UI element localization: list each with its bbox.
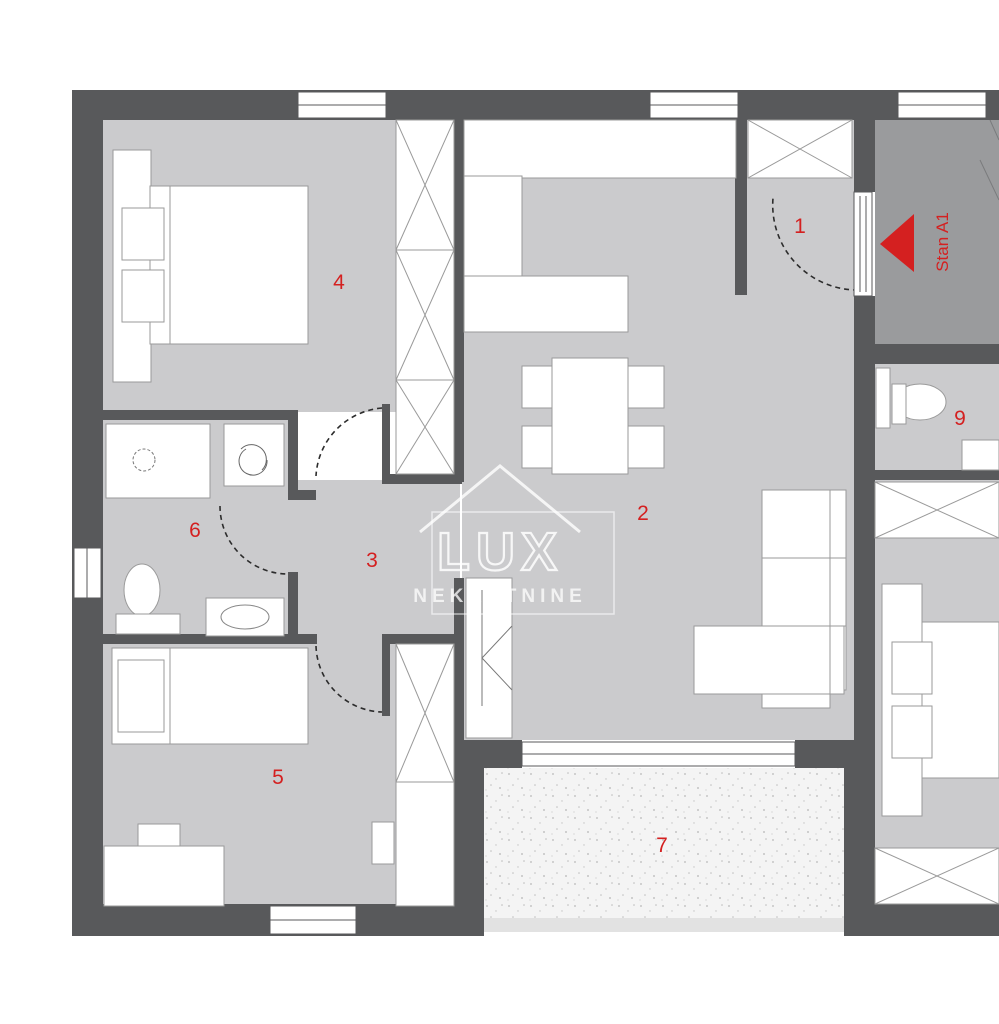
room-label-3: 3	[366, 549, 378, 572]
neighbour-bed	[881, 583, 999, 817]
window-top-2	[649, 91, 739, 119]
toilet-bath-6	[115, 563, 181, 635]
single-bed	[111, 647, 309, 745]
entry-closet	[747, 119, 853, 179]
terrace-edge	[484, 918, 844, 932]
furniture	[103, 119, 999, 907]
neighbour-wardrobe-top	[874, 481, 999, 539]
watermark-brand: LUX	[437, 522, 563, 582]
corner-sofa	[693, 489, 847, 709]
room-label-1: 1	[794, 215, 806, 238]
neighbour-wardrobe-bottom	[874, 847, 999, 905]
nightstand	[371, 821, 395, 865]
window-top-1	[297, 91, 387, 119]
stairs	[979, 119, 999, 201]
wardrobe-room-4	[395, 119, 455, 475]
room-label-7: 7	[656, 834, 668, 857]
room-label-6: 6	[189, 519, 201, 542]
entrance-arrow-icon	[880, 214, 914, 272]
doors	[219, 197, 859, 713]
bathtub	[105, 423, 211, 499]
window-left	[73, 547, 102, 599]
wardrobe-room-5	[395, 643, 455, 907]
walls	[72, 90, 999, 936]
terrace-door	[521, 741, 796, 767]
unit-label: Stan A1	[933, 212, 952, 272]
window-bottom	[269, 905, 357, 935]
kitchen-counter	[463, 119, 737, 333]
door-room-6-swing	[219, 505, 289, 575]
door-entry-swing	[771, 197, 859, 291]
window-top-3	[897, 91, 987, 119]
room-label-9: 9	[954, 407, 966, 430]
room-labels: 1 2 3 4 5 6 7 9 Stan A1	[189, 212, 966, 857]
watermark-subtitle: NEKRETNINE	[413, 586, 587, 607]
sink-bath-6	[205, 597, 285, 637]
entry-door-leaf	[853, 191, 873, 297]
hall-cabinet	[465, 577, 513, 739]
room-label-5: 5	[272, 766, 284, 789]
windows	[73, 91, 987, 935]
desk	[103, 823, 225, 907]
watermark: LUX NEKRETNINE	[413, 464, 615, 615]
double-bed	[112, 149, 309, 383]
watermark-frame	[431, 511, 615, 615]
washing-machine	[223, 423, 285, 487]
room-label-4: 4	[333, 271, 345, 294]
sink-bath-9-left	[875, 367, 891, 429]
floor-terrace-7	[484, 768, 844, 918]
sink-bath-9-right	[961, 439, 999, 471]
door-room-4-swing	[315, 407, 383, 477]
door-room-5-swing	[315, 645, 383, 713]
dining-table	[521, 357, 665, 475]
room-label-2: 2	[637, 502, 649, 525]
watermark-house-icon	[419, 464, 581, 534]
toilet-bath-9	[891, 383, 947, 425]
